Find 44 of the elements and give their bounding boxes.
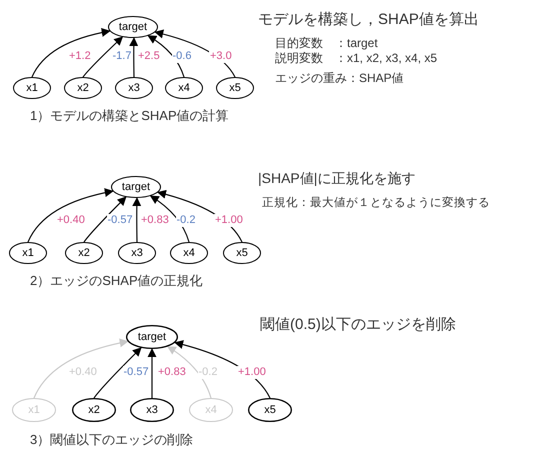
heading: モデルを構築し，SHAP値を算出 (258, 10, 479, 29)
panel-caption: 3）閾値以下のエッジの削除 (30, 431, 194, 449)
heading: 閾値(0.5)以下のエッジを削除 (260, 315, 456, 334)
ellipse-node: x2 (64, 77, 102, 99)
heading: |SHAP値|に正規化を施す (258, 170, 416, 188)
ellipse-node: x3 (130, 398, 174, 422)
ellipse-node: x3 (115, 77, 153, 99)
edge-label: +3.0 (209, 50, 233, 63)
ellipse-node: target (111, 176, 161, 198)
arrow (94, 347, 142, 398)
arrow (84, 196, 127, 242)
ellipse-node: x1 (13, 77, 51, 99)
ellipse-node: x3 (118, 242, 156, 264)
arrow (28, 188, 114, 242)
arrow (32, 28, 111, 78)
arrow (147, 35, 185, 78)
panel-caption: 1）モデルの構築とSHAP値の計算 (30, 107, 229, 125)
note: 正規化：最大値が１となるように変換する (262, 195, 490, 210)
note: エッジの重み：SHAP値 (275, 70, 404, 87)
ellipse-node: x5 (223, 242, 261, 264)
arrow (150, 195, 190, 242)
arrow (129, 37, 138, 77)
edge-label: +1.00 (214, 214, 244, 227)
ellipse-node: target (108, 16, 158, 38)
ellipse-node: x5 (248, 398, 292, 422)
note: 説明変数 ：x1, x2, x3, x4, x5 (275, 50, 438, 67)
ellipse-node: x4 (165, 77, 203, 99)
edge-label: -0.2 (176, 214, 196, 227)
ellipse-node: x5 (216, 77, 254, 99)
arrow (148, 348, 156, 398)
arrow (154, 30, 236, 78)
ellipse-node: x2 (72, 398, 116, 422)
ellipse-node: x4 (170, 242, 208, 264)
panel-caption: 2）エッジのSHAP値の正規化 (30, 272, 203, 290)
arrow (132, 197, 142, 242)
arrow (82, 36, 124, 78)
ellipse-node: x1 (9, 242, 47, 264)
note: 目的変数 ：target (275, 35, 378, 52)
ellipse-node: target (126, 325, 178, 349)
arrow (166, 346, 212, 398)
arrow (34, 338, 129, 398)
edge-label: +1.00 (237, 366, 267, 379)
edge-label: -0.6 (172, 50, 192, 63)
ellipse-node: x2 (65, 242, 103, 264)
